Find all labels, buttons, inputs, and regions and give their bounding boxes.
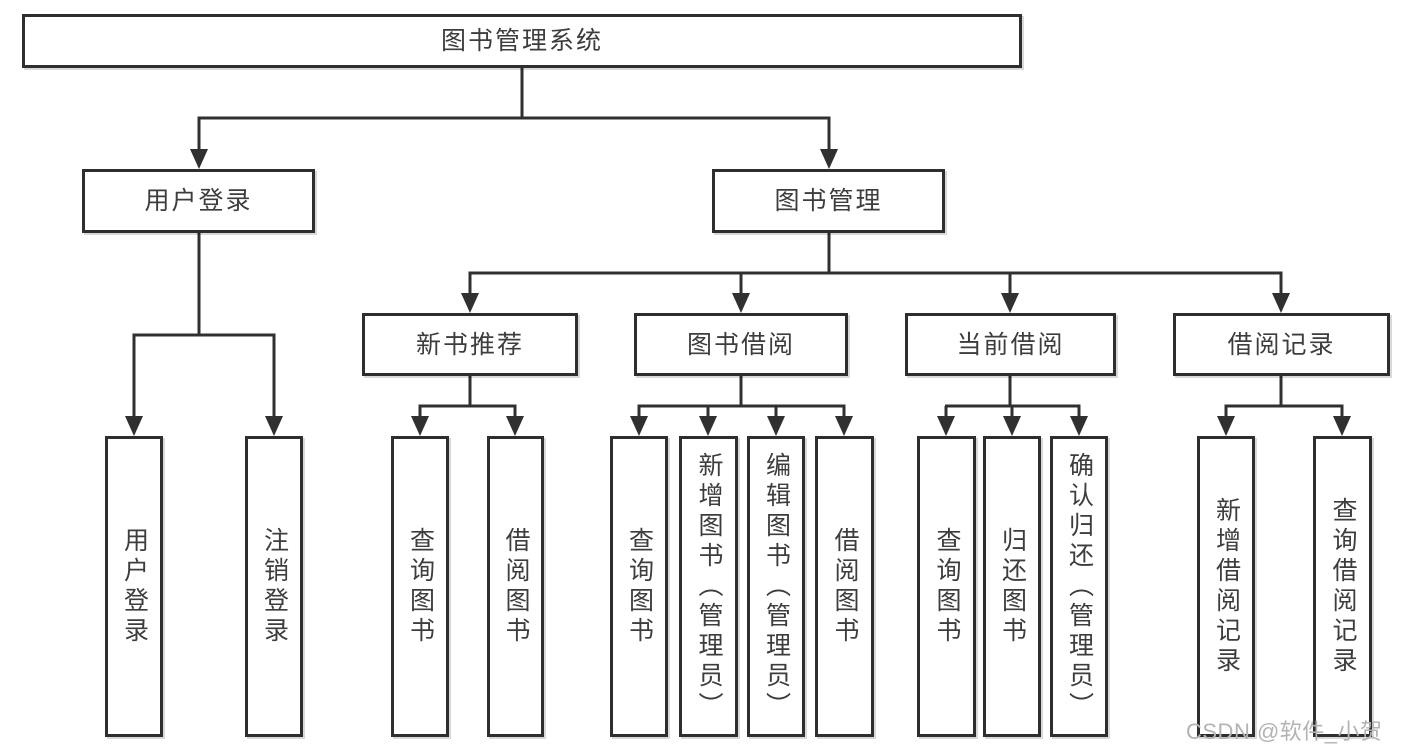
leaf-add-books-admin: 新增图书（管理员） bbox=[679, 436, 738, 737]
leaf-add-borrow-record: 新增借阅记录 bbox=[1197, 436, 1255, 737]
arrow-icon bbox=[732, 293, 750, 313]
arrow-icon bbox=[1003, 416, 1021, 436]
leaf-edit-books-admin: 编辑图书（管理员） bbox=[747, 436, 805, 737]
leaf-borrow-books-borrowing: 借阅图书 bbox=[815, 436, 874, 737]
leaf-query-borrow-record: 查询借阅记录 bbox=[1313, 436, 1372, 737]
leaf-query-books-borrowing: 查询图书 bbox=[610, 436, 668, 737]
leaf-borrow-books-recommend: 借阅图书 bbox=[487, 436, 544, 737]
watermark: CSDN @软件_小贺同学 bbox=[1186, 719, 1383, 744]
arrow-icon bbox=[265, 416, 283, 436]
arrow-icon bbox=[1217, 416, 1235, 436]
leaf-query-books-current: 查询图书 bbox=[917, 436, 976, 737]
arrow-icon bbox=[1272, 293, 1290, 313]
arrow-icon bbox=[699, 416, 717, 436]
arrow-icon bbox=[506, 416, 524, 436]
node-book-management: 图书管理 bbox=[712, 169, 945, 233]
leaf-query-books-recommend: 查询图书 bbox=[391, 436, 449, 737]
arrow-icon bbox=[835, 416, 853, 436]
arrow-icon bbox=[767, 416, 785, 436]
leaf-confirm-return-admin: 确认归还（管理员） bbox=[1050, 436, 1108, 737]
arrow-icon bbox=[1070, 416, 1088, 436]
tree-connectors bbox=[132, 68, 1344, 419]
node-user-login: 用户登录 bbox=[82, 169, 315, 233]
arrow-icon bbox=[461, 293, 479, 313]
arrow-icon bbox=[1333, 416, 1351, 436]
leaf-user-login: 用户登录 bbox=[105, 436, 163, 737]
arrow-icon bbox=[125, 416, 143, 436]
arrow-icon bbox=[630, 416, 648, 436]
leaf-return-books: 归还图书 bbox=[983, 436, 1041, 737]
arrow-icon bbox=[937, 416, 955, 436]
arrowheads bbox=[125, 149, 1351, 436]
arrow-icon bbox=[1001, 293, 1019, 313]
leaf-logout: 注销登录 bbox=[245, 436, 303, 737]
arrow-icon bbox=[190, 149, 208, 169]
node-borrowing-records: 借阅记录 bbox=[1173, 313, 1390, 376]
node-new-book-recommend: 新书推荐 bbox=[362, 313, 578, 376]
node-library-system: 图书管理系统 bbox=[22, 14, 1022, 68]
node-book-borrowing: 图书借阅 bbox=[634, 313, 848, 376]
arrow-icon bbox=[820, 149, 838, 169]
arrow-icon bbox=[411, 416, 429, 436]
node-current-borrowing: 当前借阅 bbox=[905, 313, 1116, 376]
